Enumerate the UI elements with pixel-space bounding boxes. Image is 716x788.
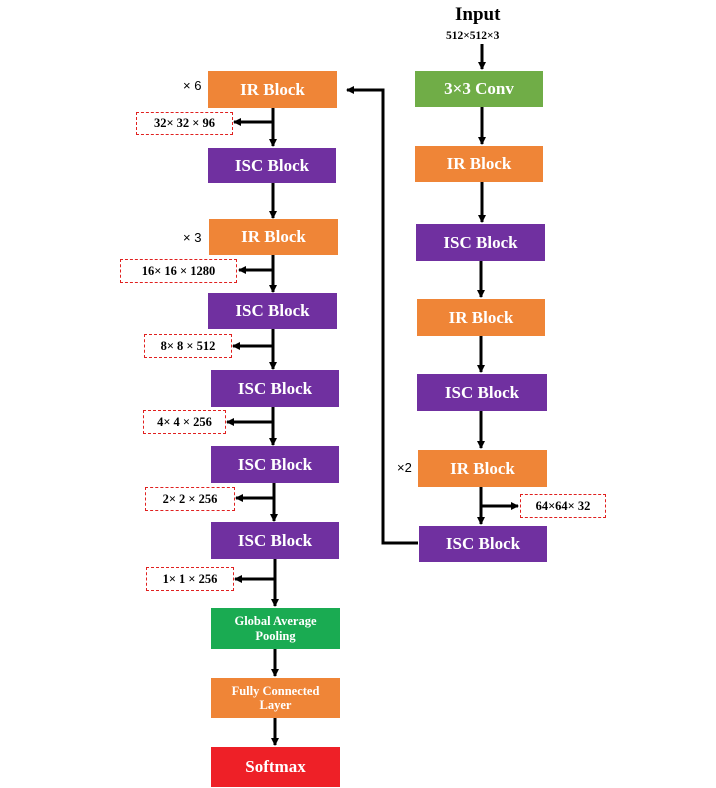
- softmax-block: Softmax: [211, 747, 340, 787]
- global-average-pooling-block: Global Average Pooling: [211, 608, 340, 649]
- repeat-label-ir-r3: ×2: [397, 460, 412, 475]
- isc-block-l1: ISC Block: [208, 148, 336, 183]
- arrow-loop-back: [346, 86, 418, 545]
- isc-block-l4: ISC Block: [211, 446, 339, 483]
- ir-block-l1: IR Block: [208, 71, 337, 108]
- dim-label-64: 64×64× 32: [520, 494, 606, 518]
- dim-label-8: 8× 8 × 512: [144, 334, 232, 358]
- repeat-label-ir-a: × 6: [183, 78, 202, 93]
- isc-block-l2: ISC Block: [208, 293, 337, 329]
- ir-block-r1: IR Block: [415, 146, 543, 182]
- isc-block-l5: ISC Block: [211, 522, 339, 559]
- ir-block-r3: IR Block: [418, 450, 547, 487]
- isc-block-r3: ISC Block: [419, 526, 547, 562]
- ir-block-r2: IR Block: [417, 299, 545, 336]
- ir-block-l2: IR Block: [209, 219, 338, 255]
- repeat-label-ir-b: × 3: [183, 230, 202, 245]
- dim-label-2: 2× 2 × 256: [145, 487, 235, 511]
- dim-label-16: 16× 16 × 1280: [120, 259, 237, 283]
- isc-block-r2: ISC Block: [417, 374, 547, 411]
- input-title: Input: [455, 4, 501, 25]
- fully-connected-block: Fully Connected Layer: [211, 678, 340, 718]
- dim-label-1: 1× 1 × 256: [146, 567, 234, 591]
- isc-block-l3: ISC Block: [211, 370, 339, 407]
- conv-block: 3×3 Conv: [415, 71, 543, 107]
- dim-label-32: 32× 32 × 96: [136, 112, 233, 135]
- dim-label-4: 4× 4 × 256: [143, 410, 226, 434]
- isc-block-r1: ISC Block: [416, 224, 545, 261]
- input-shape: 512×512×3: [446, 30, 500, 42]
